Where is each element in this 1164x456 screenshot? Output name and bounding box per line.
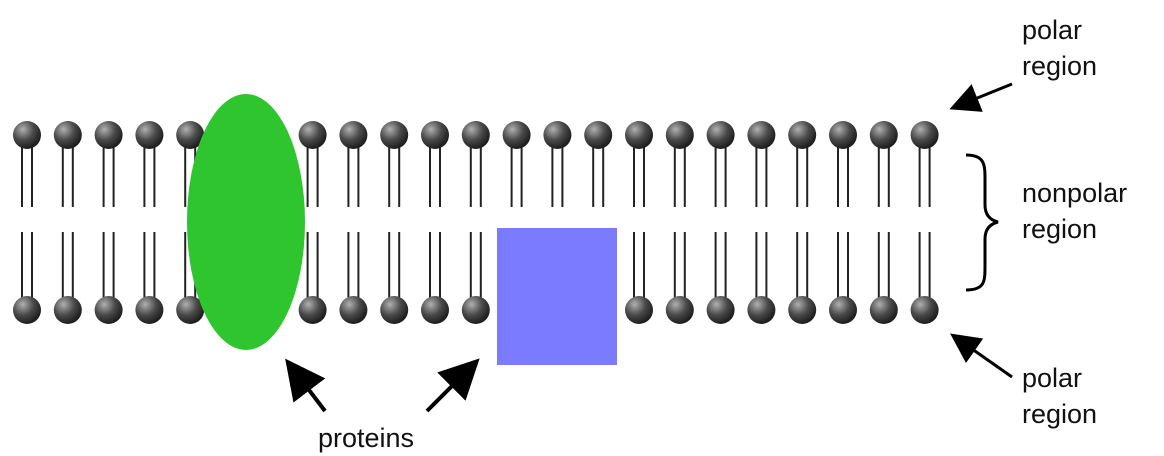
lipid-head [869, 296, 898, 324]
lipid-head [543, 121, 572, 149]
lipid-head [461, 296, 490, 324]
lipid-head [747, 121, 776, 149]
lipid-head [910, 121, 939, 149]
arrow-icon [949, 82, 1013, 112]
nonpolar-region-label: nonpolar region [1022, 175, 1127, 247]
arrow-icon [950, 333, 1013, 379]
lipid-head [421, 296, 449, 324]
lipid-head [380, 121, 409, 149]
lipid-head [94, 296, 123, 324]
lipid-head [13, 121, 41, 149]
lipid-head [53, 121, 82, 149]
lipid-head [135, 121, 164, 149]
lipid-head [176, 121, 205, 149]
lipid-head [339, 296, 368, 324]
lipid-bilayer [13, 121, 939, 324]
lipid-head [829, 296, 857, 324]
lipid-head [706, 121, 735, 149]
arrow-icon [285, 358, 327, 413]
lipid-head [625, 121, 653, 149]
bottom-polar-label-line2: region [1022, 399, 1098, 429]
lipid-head [665, 296, 694, 324]
top-polar-label-line2: region [1022, 51, 1098, 81]
lipid-head [747, 296, 776, 324]
lipid-head [788, 121, 817, 149]
nonpolar-label-line2: region [1022, 214, 1098, 244]
protein-ellipse [187, 94, 305, 350]
lipid-head [461, 121, 490, 149]
proteins-label: proteins [318, 423, 415, 453]
lipid-head [788, 296, 817, 324]
top-polar-region-label: polar region [1022, 12, 1097, 84]
lipid-head [339, 121, 368, 149]
top-polar-label-line1: polar [1022, 15, 1083, 45]
lipid-head [706, 296, 735, 324]
lipid-head [298, 296, 327, 324]
lipid-head [665, 121, 694, 149]
lipid-head [625, 296, 653, 324]
lipid-head [910, 296, 939, 324]
curly-brace-icon [965, 153, 999, 292]
protein-square [497, 228, 617, 365]
lipid-head [135, 296, 164, 324]
lipid-head [502, 121, 531, 149]
lipid-head [53, 296, 82, 324]
lipid-head [869, 121, 898, 149]
arrow-icon [425, 358, 480, 413]
nonpolar-label-line1: nonpolar [1022, 178, 1128, 208]
lipid-head [380, 296, 409, 324]
lipid-head [298, 121, 327, 149]
lipid-head [421, 121, 449, 149]
bottom-polar-region-label: polar region [1022, 360, 1097, 432]
lipid-head [94, 121, 123, 149]
lipid-head [829, 121, 857, 149]
lipid-head [176, 296, 205, 324]
lipid-head [584, 121, 613, 149]
bottom-polar-label-line1: polar [1022, 363, 1083, 393]
lipid-head [13, 296, 41, 324]
